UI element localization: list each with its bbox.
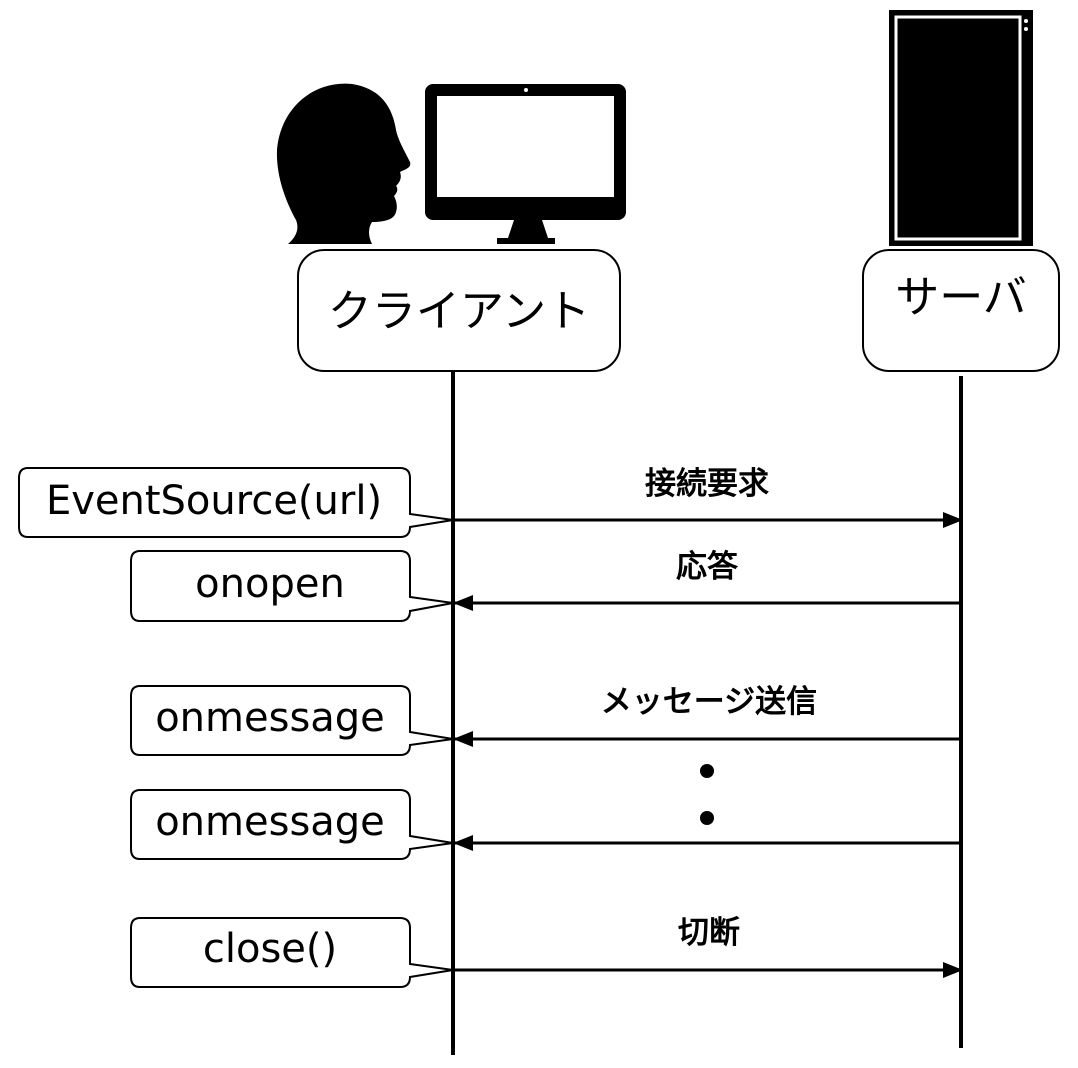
message-send-label: メッセージ送信 [601,684,817,720]
message-respond: 応答 [453,549,961,611]
message-disconnect-label: 切断 [678,915,740,951]
note-onmessage-1-label: onmessage [155,695,385,741]
person-silhouette-icon [276,83,411,244]
note-onmessage-1: onmessage [130,685,454,756]
note-onmessage-1-box [130,685,454,756]
note-event-source-label: EventSource(url) [46,478,382,524]
message-connect: 接続要求 [455,466,963,528]
note-onmessage-2: onmessage [130,789,454,860]
note-close: close() [130,917,454,988]
note-event-source-box [18,467,454,538]
server-tower-icon [889,10,1033,246]
message-disconnect: 切断 [455,915,963,978]
client-actor-label: クライアント [328,286,590,337]
client-actor-box [297,249,621,372]
note-onmessage-2-label: onmessage [155,799,385,845]
note-onopen-label: onopen [195,561,345,607]
server-actor-box [862,249,1060,372]
server-actor-label: サーバ [895,272,1027,323]
note-onopen-box [130,550,454,622]
message-connect-label: 接続要求 [645,466,769,502]
note-event-source: EventSource(url) [18,467,454,538]
note-close-label: close() [203,926,337,972]
message-send: メッセージ送信 [453,684,963,747]
note-close-box [130,917,454,988]
continuation-dot [700,764,714,778]
desktop-monitor-icon [425,84,626,244]
continuation-dots [700,764,714,825]
client-actor: クライアント [297,249,621,372]
message-respond-label: 応答 [676,549,739,585]
note-onmessage-2-box [130,789,454,860]
server-actor: サーバ [862,249,1060,372]
note-onopen: onopen [130,550,454,622]
continuation-dot [700,811,714,825]
